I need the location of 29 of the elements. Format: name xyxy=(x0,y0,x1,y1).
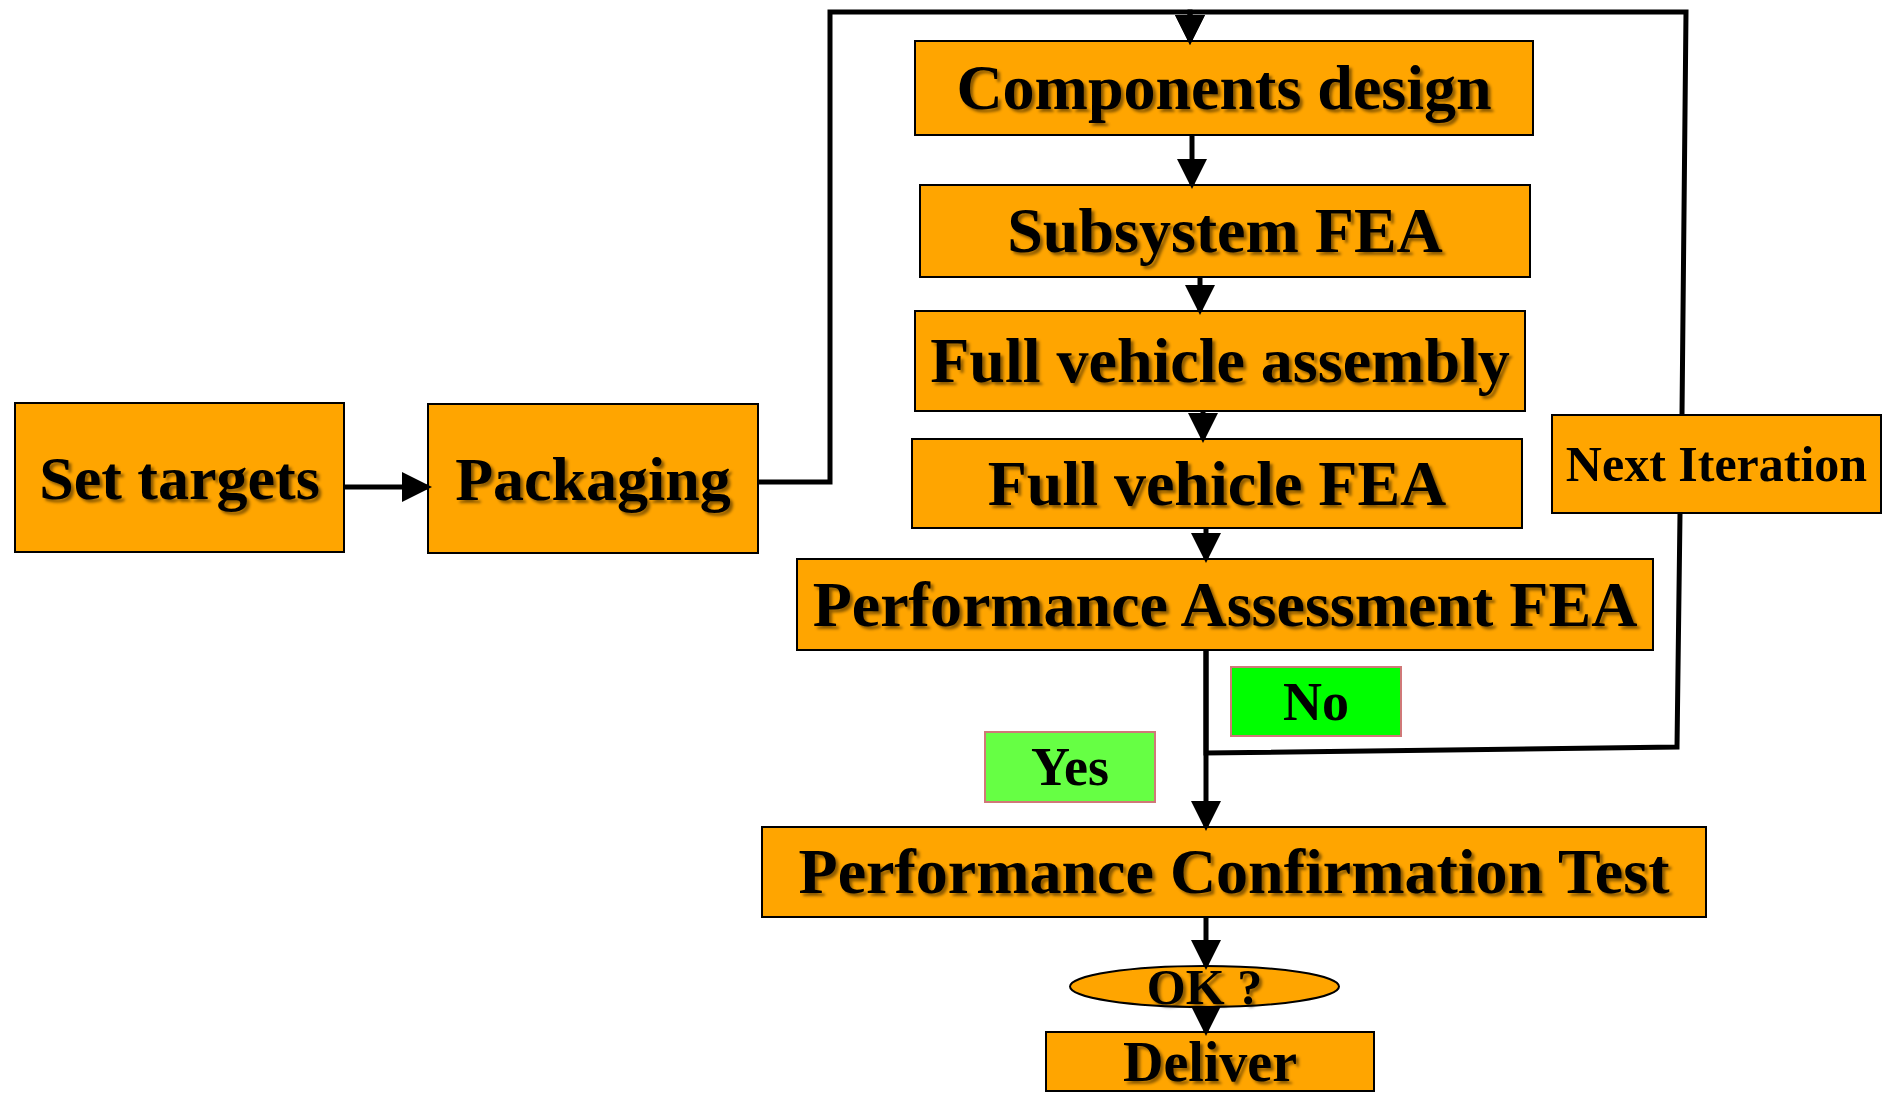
process-box xyxy=(427,403,759,554)
process-box xyxy=(914,310,1526,412)
arrow xyxy=(1191,529,1221,563)
arrow xyxy=(345,472,432,502)
arrow xyxy=(1188,412,1218,443)
process-box xyxy=(761,826,1707,918)
arrow xyxy=(1175,9,1689,415)
process-box xyxy=(14,402,345,553)
node-label: Performance Confirmation Test xyxy=(798,840,1670,904)
node-label: OK ? xyxy=(1146,961,1263,1012)
node-label: Performance Assessment FEA xyxy=(812,572,1638,637)
no-label-box xyxy=(1230,666,1402,737)
process-box xyxy=(919,184,1531,278)
process-box xyxy=(911,438,1523,529)
node-label: Yes xyxy=(1031,740,1109,794)
node-label: Full vehicle FEA xyxy=(987,451,1447,516)
process-box xyxy=(1045,1031,1375,1092)
yes-label-box xyxy=(984,731,1156,803)
node-label: Deliver xyxy=(1122,1033,1298,1090)
arrow xyxy=(1191,918,1221,970)
arrow xyxy=(1185,278,1215,315)
decision-ellipse xyxy=(1069,965,1340,1008)
node-label: No xyxy=(1283,674,1349,729)
arrow xyxy=(1191,1006,1221,1036)
note-box xyxy=(1551,414,1882,514)
process-box xyxy=(796,558,1654,651)
process-box xyxy=(914,40,1534,136)
node-label: Next Iteration xyxy=(1565,439,1868,489)
arrow xyxy=(1177,136,1207,189)
